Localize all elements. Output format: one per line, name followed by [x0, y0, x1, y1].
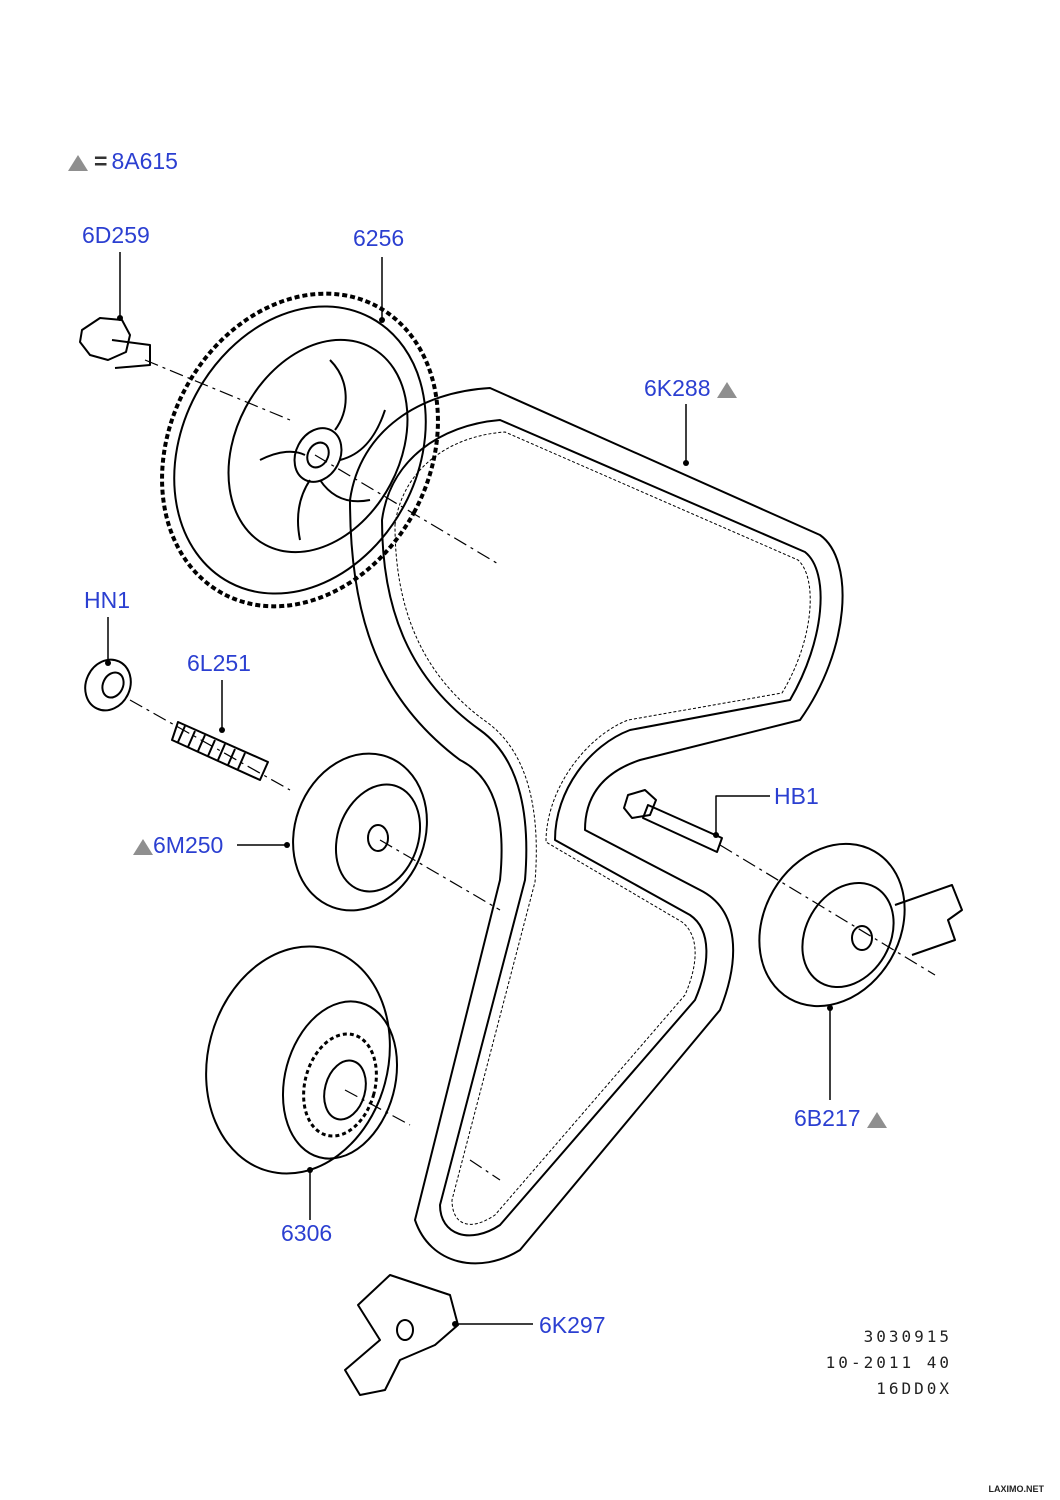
legend-code: 8A615 [111, 148, 178, 174]
leader-lines [107, 252, 831, 1325]
bracket-6K297 [344, 1274, 459, 1396]
part-label-6B217[interactable]: 6B217 [794, 1107, 887, 1130]
drawing-code-line1: 3030915 [863, 1327, 952, 1346]
legend-equals: = [94, 148, 108, 174]
triangle-icon [68, 154, 88, 171]
part-label-HN1[interactable]: HN1 [84, 587, 131, 613]
camshaft-sprocket-6256 [160, 291, 440, 609]
part-label-6306[interactable]: 6306 [281, 1220, 333, 1246]
tensioner-6B217 [758, 842, 963, 1008]
watermark: LAXIMO.NET [988, 1484, 1045, 1494]
part-label-6256[interactable]: 6256 [353, 225, 405, 251]
idler-pulley-6M250 [292, 752, 428, 912]
nut-HN1 [84, 658, 132, 712]
drawing-code-line3: 16DD0X [876, 1379, 952, 1398]
triangle-icon [716, 381, 737, 398]
legend: =8A615 [68, 148, 178, 175]
bolt-HB1 [623, 789, 723, 853]
part-label-6D259[interactable]: 6D259 [82, 222, 150, 248]
part-label-6K297[interactable]: 6K297 [539, 1312, 606, 1338]
triangle-icon [866, 1111, 887, 1128]
part-label-HB1[interactable]: HB1 [774, 783, 819, 809]
part-label-6M250[interactable]: 6M250 [133, 834, 223, 857]
drawing-code-line2: 10-2011 40 [825, 1353, 952, 1372]
triangle-icon [133, 838, 153, 855]
part-label-6L251[interactable]: 6L251 [187, 650, 251, 676]
timing-belt-6K288 [349, 387, 844, 1265]
part-label-6K288[interactable]: 6K288 [644, 377, 737, 400]
crankshaft-sprocket-6306 [205, 945, 399, 1175]
stud-6L251 [171, 721, 269, 781]
bolt-6D259 [79, 317, 151, 369]
